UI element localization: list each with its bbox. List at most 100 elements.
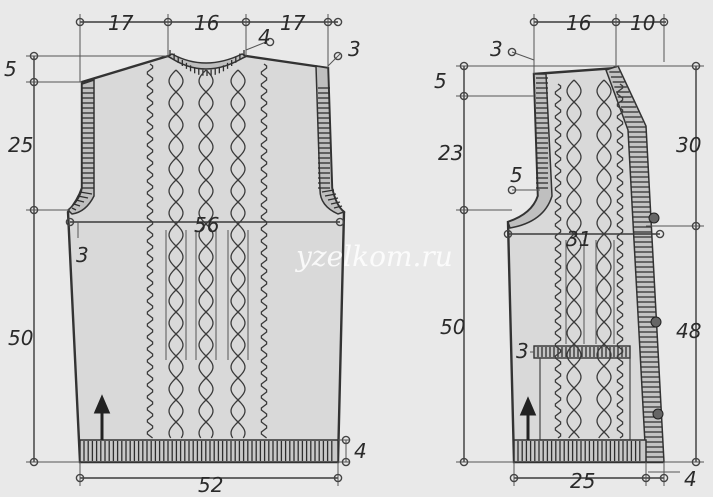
dimension-end-rings	[29, 17, 701, 483]
back-shoulder-drop-left: 5	[4, 57, 17, 81]
grain-arrow-back	[93, 394, 111, 440]
dimension-end-ring	[341, 435, 351, 445]
front-panel	[506, 65, 665, 464]
button-2	[650, 316, 662, 328]
front-dimension-labels: 16 10 3 5 23 5 30 31 50 3 48 25 4	[434, 11, 701, 493]
front-neck-width: 16	[566, 11, 591, 35]
dimension-end-ring	[459, 61, 469, 71]
front-band-ribs	[536, 71, 664, 458]
dimension-end-ring	[335, 217, 345, 227]
dimension-end-ring	[503, 229, 513, 239]
dimension-end-ring	[65, 217, 75, 227]
dimension-end-ring	[341, 457, 351, 467]
cable-strand	[198, 69, 214, 439]
dimension-end-ring	[163, 17, 173, 27]
dimension-end-ring	[509, 473, 519, 483]
dimension-end-ring	[641, 473, 651, 483]
front-body-length: 50	[440, 315, 465, 339]
dimension-end-ring	[691, 61, 701, 71]
watermark: yzelkom.ru	[294, 240, 453, 273]
front-armhole-inset: 5	[510, 163, 523, 187]
wavy-line	[260, 63, 268, 439]
front-cable-pattern	[554, 79, 624, 439]
cable-strand	[230, 69, 246, 439]
button-3	[652, 408, 664, 420]
front-hem-rib: 4	[684, 467, 697, 491]
front-top-right-width: 10	[630, 11, 655, 35]
dimension-end-ring	[29, 205, 39, 215]
cable-strand	[198, 69, 214, 439]
back-hem-width: 52	[198, 473, 223, 497]
dimension-end-ring	[333, 17, 343, 27]
dimension-end-ring	[241, 17, 251, 27]
dimension-end-ring	[459, 457, 469, 467]
dimension-end-ring	[333, 51, 343, 61]
back-chest-width: 56	[194, 213, 219, 237]
back-neck-width: 16	[194, 11, 219, 35]
back-cable-pattern	[146, 63, 268, 439]
front-chest-width: 31	[566, 227, 591, 251]
dimension-end-ring	[29, 77, 39, 87]
cable-strand	[596, 79, 612, 439]
front-hem-width: 25	[570, 469, 595, 493]
back-armhole-ribs	[71, 87, 343, 211]
cable-strand	[596, 79, 612, 439]
cable-strand	[566, 79, 582, 439]
dimension-end-ring	[29, 51, 39, 61]
back-hem-rib: 4	[354, 439, 367, 463]
rib-line	[324, 193, 337, 197]
dimension-end-ring	[29, 457, 39, 467]
back-neck-depth: 4	[258, 25, 271, 49]
wavy-line	[146, 63, 154, 439]
back-shoulder-drop-right: 3	[348, 37, 361, 61]
rib-line	[330, 201, 341, 205]
cable-strand	[230, 69, 246, 439]
back-armhole-inset: 3	[76, 243, 89, 267]
front-shoulder-drop: 5	[434, 69, 447, 93]
back-panel	[66, 50, 346, 464]
back-dimension-labels: 17 16 17 4 5 3 25 3 56 50 4 52	[4, 11, 367, 497]
dimension-end-ring	[459, 91, 469, 101]
dimension-end-ring	[75, 17, 85, 27]
cable-strand	[168, 69, 184, 439]
back-top-right-width: 17	[280, 11, 306, 35]
rib-line	[71, 207, 77, 211]
back-top-left-width: 17	[108, 11, 134, 35]
dimension-end-ring	[507, 47, 517, 57]
back-hem-ribs	[83, 441, 333, 461]
dimension-end-ring	[323, 17, 333, 27]
rib-line	[73, 203, 81, 207]
dimension-end-ring	[265, 37, 275, 47]
dimension-end-ring	[691, 221, 701, 231]
dimension-end-ring	[507, 185, 517, 195]
front-length: 48	[676, 319, 701, 343]
button-1	[648, 212, 660, 224]
rib-line	[75, 199, 85, 203]
wavy-line	[616, 83, 624, 439]
rib-line	[333, 205, 343, 209]
front-pocket-rib: 3	[516, 339, 529, 363]
back-body-length: 50	[8, 326, 33, 350]
buttons	[648, 212, 664, 420]
dimension-end-ring	[75, 473, 85, 483]
dimension-end-ring	[655, 229, 665, 239]
back-neck-ribs	[169, 50, 245, 76]
dimension-end-ring	[611, 17, 621, 27]
dimension-end-ring	[529, 17, 539, 27]
back-armhole-height: 25	[8, 133, 33, 157]
back-hem-band	[79, 439, 339, 463]
dimension-end-ring	[333, 473, 343, 483]
dimension-end-ring	[659, 17, 669, 27]
front-hem-band	[513, 439, 647, 463]
front-hem-ribs	[517, 441, 641, 461]
front-neck-depth: 30	[676, 133, 701, 157]
rib-line	[321, 189, 335, 193]
dimension-end-ring	[691, 457, 701, 467]
cable-strand	[566, 79, 582, 439]
rib-line	[79, 191, 93, 195]
rib-line	[327, 197, 339, 201]
rib-line	[77, 195, 89, 199]
grain-arrow-front	[519, 396, 537, 440]
dimension-end-ring	[459, 205, 469, 215]
